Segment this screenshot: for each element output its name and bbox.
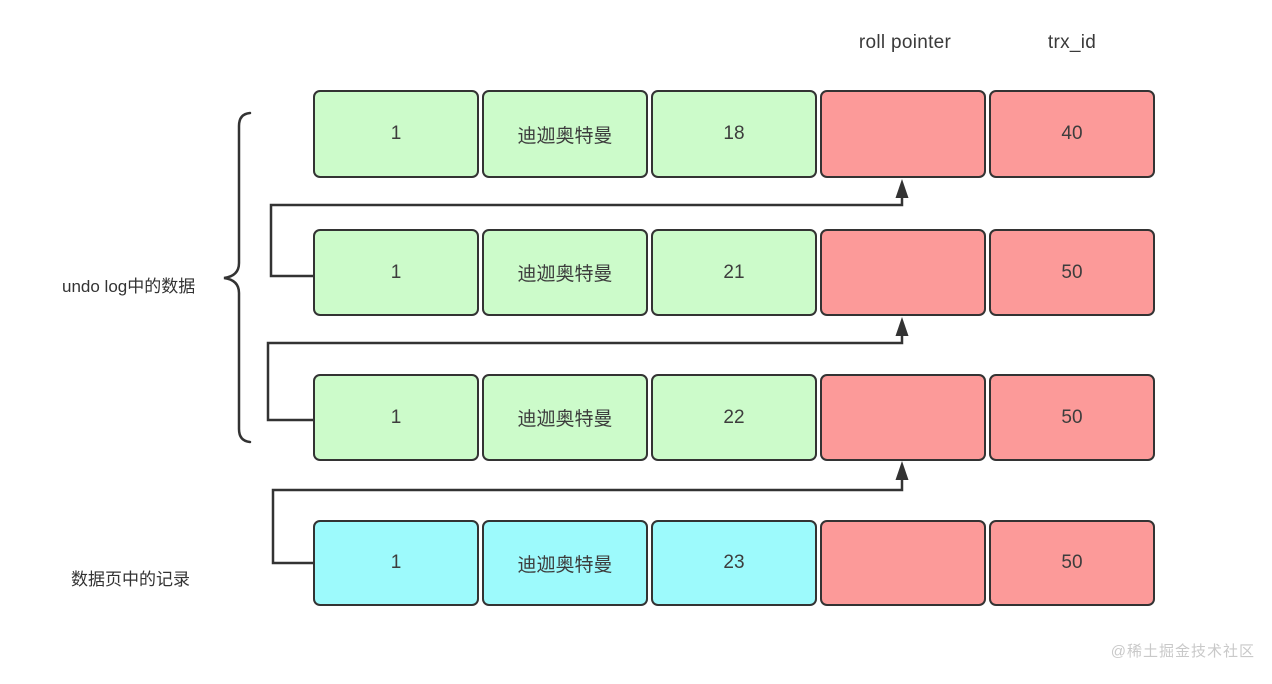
row3-col-name: 迪迦奥特曼 bbox=[482, 374, 648, 461]
row1-roll-pointer bbox=[820, 90, 986, 178]
row3-col-id: 1 bbox=[313, 374, 479, 461]
row1-col-id: 1 bbox=[313, 90, 479, 178]
undo-log-label: undo log中的数据 bbox=[62, 277, 196, 296]
row3-roll-pointer bbox=[820, 374, 986, 461]
row4-col-age: 23 bbox=[651, 520, 817, 606]
watermark: @稀土掘金技术社区 bbox=[1110, 643, 1255, 660]
row3-trx-id: 50 bbox=[989, 374, 1155, 461]
column-header-trx-id: trx_id bbox=[1047, 32, 1097, 53]
data-page-label: 数据页中的记录 bbox=[71, 570, 190, 589]
arrow-row3-to-row2 bbox=[266, 334, 904, 422]
row1-trx-id: 40 bbox=[989, 90, 1155, 178]
arrow-row2-to-row1 bbox=[269, 196, 904, 278]
row1-col-name: 迪迦奥特曼 bbox=[482, 90, 648, 178]
arrowhead-row3 bbox=[895, 461, 909, 480]
row2-roll-pointer bbox=[820, 229, 986, 316]
arrowhead-row2 bbox=[895, 317, 909, 336]
undo-log-row-2: 1 迪迦奥特曼 21 50 bbox=[313, 229, 1155, 316]
row2-col-name: 迪迦奥特曼 bbox=[482, 229, 648, 316]
row4-col-name: 迪迦奥特曼 bbox=[482, 520, 648, 606]
column-header-roll-pointer: roll pointer bbox=[858, 32, 952, 53]
row2-col-age: 21 bbox=[651, 229, 817, 316]
row4-col-id: 1 bbox=[313, 520, 479, 606]
row2-trx-id: 50 bbox=[989, 229, 1155, 316]
arrowhead-row1 bbox=[895, 179, 909, 198]
row4-trx-id: 50 bbox=[989, 520, 1155, 606]
row1-col-age: 18 bbox=[651, 90, 817, 178]
undo-log-row-3: 1 迪迦奥特曼 22 50 bbox=[313, 374, 1155, 461]
undo-log-brace bbox=[223, 111, 252, 444]
row4-roll-pointer bbox=[820, 520, 986, 606]
data-page-row: 1 迪迦奥特曼 23 50 bbox=[313, 520, 1155, 606]
row3-col-age: 22 bbox=[651, 374, 817, 461]
undo-log-row-1: 1 迪迦奥特曼 18 40 bbox=[313, 90, 1155, 178]
arrow-row4-to-row3 bbox=[271, 478, 904, 565]
row2-col-id: 1 bbox=[313, 229, 479, 316]
